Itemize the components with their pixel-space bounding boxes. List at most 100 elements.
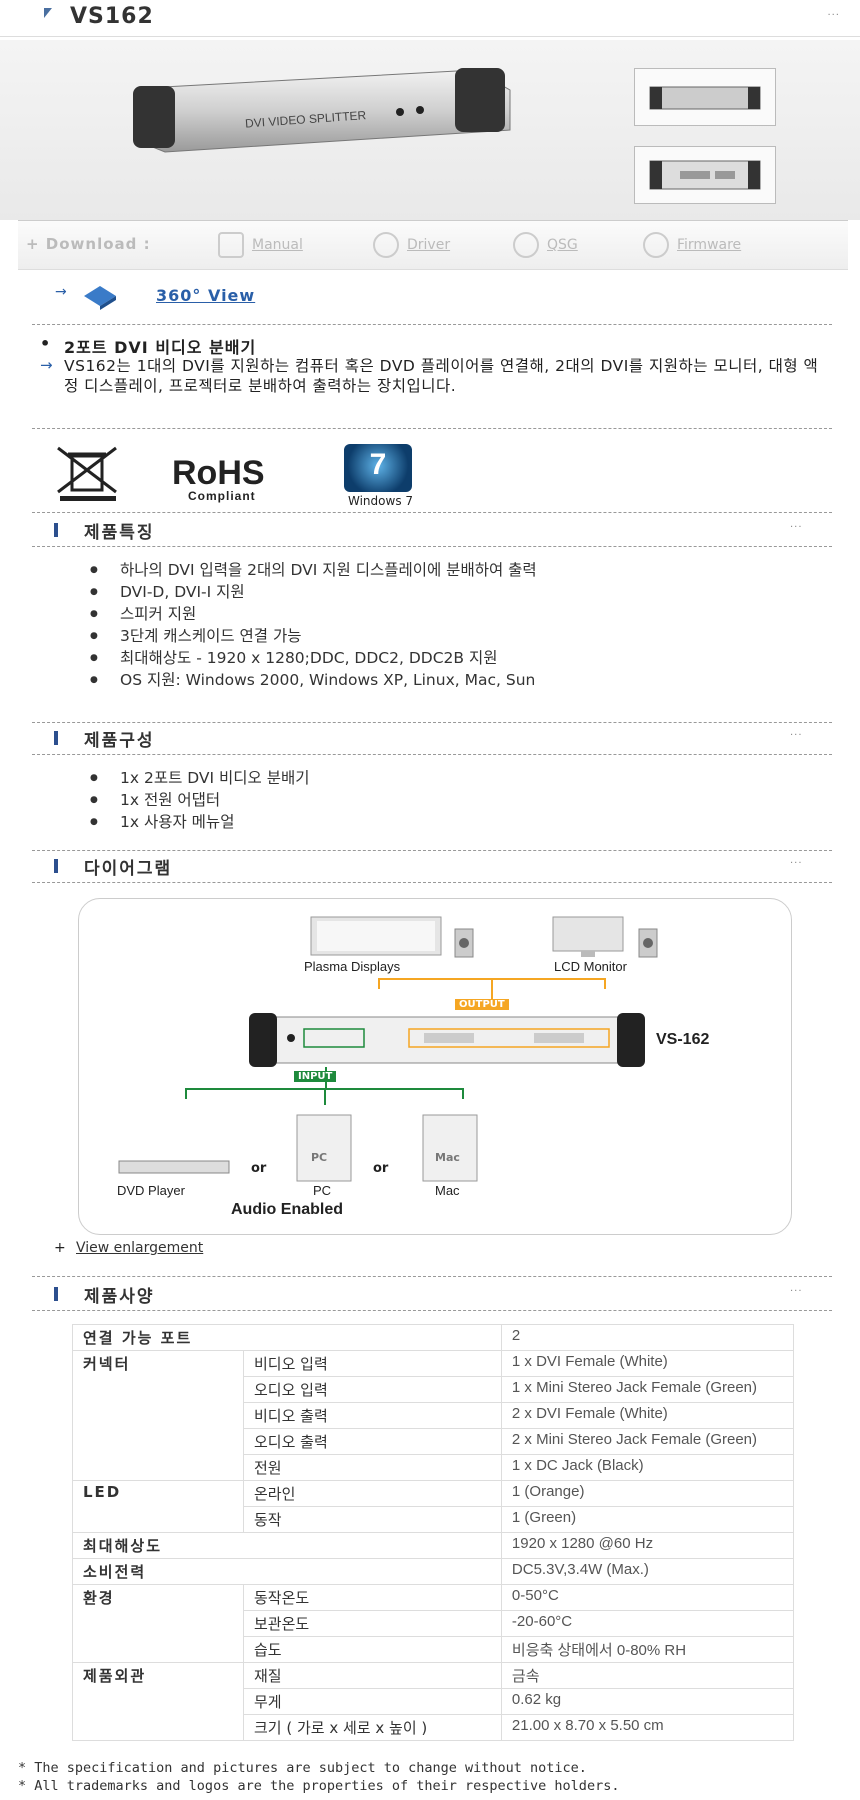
section-marker-icon (54, 731, 58, 745)
package-list: 1x 2포트 DVI 비디오 분배기 1x 전원 어댑터 1x 사용자 메뉴얼 (90, 768, 790, 834)
download-qsg-link[interactable]: QSG (513, 231, 578, 259)
more-icon[interactable]: ··· (790, 858, 803, 869)
rohs-logo: RoHS (172, 454, 265, 492)
table-row: 보관온도 -20-60°C (73, 1610, 795, 1637)
lcd-label: LCD Monitor (554, 959, 627, 974)
table-row: LED 온라인 1 (Orange) (72, 1480, 795, 1533)
more-icon[interactable]: ··· (790, 730, 803, 741)
table-row: 동작 1 (Green) (73, 1506, 795, 1533)
plus-icon: + (54, 1240, 66, 1256)
download-driver-link[interactable]: Driver (373, 231, 450, 259)
feature-item: 하나의 DVI 입력을 2대의 DVI 지원 디스플레이에 분배하여 출력 (90, 560, 790, 580)
spec-subheader: 전원 (243, 1454, 502, 1481)
divider (32, 546, 832, 547)
windows7-label: Windows 7 (348, 494, 414, 508)
download-manual-link[interactable]: Manual (218, 231, 303, 259)
spec-header: 환경 (72, 1584, 244, 1663)
spec-value: 21.00 x 8.70 x 5.50 cm (500, 1714, 795, 1741)
dvd-label: DVD Player (117, 1183, 185, 1198)
divider (32, 1276, 832, 1277)
plasma-label: Plasma Displays (304, 959, 401, 974)
package-item: 1x 사용자 메뉴얼 (90, 812, 790, 832)
connection-diagram: Plasma Displays LCD Monitor OUTPUT VS-16… (78, 898, 792, 1235)
section-marker-icon (54, 523, 58, 537)
table-row: 커넥터 비디오 입력 1 x DVI Female (White) (72, 1350, 795, 1481)
spec-value: 1 x DVI Female (White) (500, 1350, 795, 1377)
rohs-compliant: Compliant (188, 489, 256, 503)
output-badge: OUTPUT (455, 999, 509, 1010)
feature-item: DVI-D, DVI-I 지원 (90, 582, 790, 602)
arrow-icon: → (40, 356, 53, 374)
divider (32, 754, 832, 755)
spec-value: 0-50°C (500, 1584, 795, 1611)
or-label: or (373, 1161, 389, 1176)
section-features-title: 제품특징 (84, 523, 155, 543)
pc-label: PC (313, 1183, 332, 1198)
more-icon[interactable]: ··· (827, 10, 840, 21)
pc-case-label: PC (311, 1151, 328, 1164)
table-row: 전원 1 x DC Jack (Black) (73, 1454, 795, 1481)
section-diagram-title: 다이어그램 (84, 859, 173, 879)
view-360-link[interactable]: 360° View (156, 286, 256, 305)
weee-bin-icon (57, 446, 117, 501)
more-icon[interactable]: ··· (790, 522, 803, 533)
spec-subheader: 재질 (243, 1662, 502, 1689)
qsg-label: QSG (547, 237, 578, 253)
table-row: 소비전력 DC5.3V,3.4W (Max.) (72, 1558, 795, 1585)
download-label: + Download : (26, 235, 151, 253)
spec-header: 커넥터 (72, 1350, 244, 1481)
footnote: * All trademarks and logos are the prope… (18, 1778, 620, 1794)
section-marker-icon (54, 859, 58, 873)
mac-label: Mac (435, 1183, 460, 1198)
spec-subheader: 보관온도 (243, 1610, 502, 1637)
thumbnail-front[interactable] (634, 68, 776, 126)
firmware-label: Firmware (677, 237, 742, 253)
spec-subheader: 동작 (243, 1506, 502, 1533)
or-label: or (251, 1161, 267, 1176)
spec-subheader: 오디오 입력 (243, 1376, 502, 1403)
spec-header: LED (72, 1480, 244, 1533)
thumbnail-back[interactable] (634, 146, 776, 204)
manual-label: Manual (252, 237, 303, 253)
spec-value: DC5.3V,3.4W (Max.) (500, 1558, 795, 1585)
spec-value: 1 x Mini Stereo Jack Female (Green) (500, 1376, 795, 1403)
divider (32, 1310, 832, 1311)
table-row: 연결 가능 포트 2 (72, 1324, 795, 1351)
table-row: 최대해상도 1920 x 1280 @60 Hz (72, 1532, 795, 1559)
features-list: 하나의 DVI 입력을 2대의 DVI 지원 디스플레이에 분배하여 출력 DV… (90, 560, 790, 692)
footnote: * The specification and pictures are sub… (18, 1760, 587, 1776)
feature-item: 스피커 지원 (90, 604, 790, 624)
spec-subheader: 무게 (243, 1688, 502, 1715)
spec-value: 2 (500, 1324, 795, 1351)
spec-header: 최대해상도 (72, 1532, 502, 1559)
table-row: 크기 ( 가로 x 세로 x 높이 ) 21.00 x 8.70 x 5.50 … (73, 1714, 795, 1741)
table-row: 무게 0.62 kg (73, 1688, 795, 1715)
divider (32, 882, 832, 883)
spec-header: 연결 가능 포트 (72, 1324, 502, 1351)
spec-value: 0.62 kg (500, 1688, 795, 1715)
download-firmware-link[interactable]: Firmware (643, 231, 741, 259)
spec-value: 2 x Mini Stereo Jack Female (Green) (500, 1428, 795, 1455)
feature-item: OS 지원: Windows 2000, Windows XP, Linux, … (90, 670, 790, 690)
driver-label: Driver (407, 237, 451, 253)
view-enlargement-link[interactable]: View enlargement (76, 1240, 204, 1256)
package-item: 1x 2포트 DVI 비디오 분배기 (90, 768, 790, 788)
spec-subheader: 비디오 입력 (243, 1350, 502, 1377)
bullet-icon: • (40, 334, 51, 353)
mac-case-label: Mac (435, 1151, 460, 1164)
product-image: DVI VIDEO SPLITTER (133, 68, 511, 153)
section-specs-title: 제품사양 (84, 1287, 155, 1307)
firmware-icon (643, 232, 669, 258)
spec-subheader: 동작온도 (243, 1584, 502, 1611)
feature-item: 3단계 캐스케이드 연결 가능 (90, 626, 790, 646)
cube-icon (84, 286, 116, 310)
intro-heading: 2포트 DVI 비디오 분배기 (64, 338, 257, 357)
feature-item: 최대해상도 - 1920 x 1280;DDC, DDC2, DDC2B 지원 (90, 648, 790, 668)
manual-icon (218, 232, 244, 258)
download-bar: + Download : Manual Driver QSG Firmware (18, 220, 848, 270)
spec-subheader: 습도 (243, 1636, 502, 1663)
more-icon[interactable]: ··· (790, 1286, 803, 1297)
intro-body: VS162는 1대의 DVI를 지원하는 컴퓨터 혹은 DVD 플레이어를 연결… (64, 357, 819, 395)
model-label: VS-162 (656, 1031, 710, 1048)
table-row: 제품외관 재질 금속 (72, 1662, 795, 1741)
